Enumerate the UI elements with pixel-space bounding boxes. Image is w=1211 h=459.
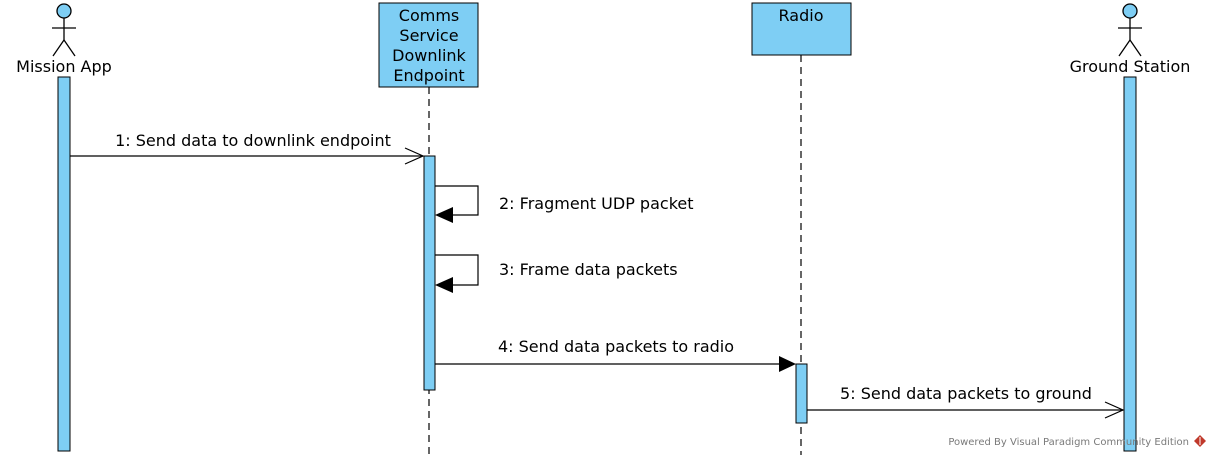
message-5[interactable]: 5: Send data packets to ground: [807, 384, 1125, 419]
message-4[interactable]: 4: Send data packets to radio: [435, 337, 796, 372]
message-2-label: 2: Fragment UDP packet: [499, 194, 694, 213]
message-1-label: 1: Send data to downlink endpoint: [115, 131, 391, 150]
message-5-label: 5: Send data packets to ground: [840, 384, 1092, 403]
filled-arrowhead-icon: [779, 356, 796, 372]
actor-mission-app[interactable]: Mission App: [16, 3, 112, 76]
comms-service-head-box: [378, 2, 479, 88]
ground-station-label: Ground Station: [1070, 57, 1191, 76]
message-2[interactable]: 2: Fragment UDP packet: [435, 185, 694, 223]
comms-label-line-3: Downlink: [392, 46, 466, 65]
actor-ground-station[interactable]: Ground Station: [1070, 3, 1191, 76]
stick-figure-icon: [52, 3, 76, 57]
mission-app-label: Mission App: [16, 57, 112, 76]
stick-figure-icon: [1118, 3, 1142, 57]
visual-paradigm-logo-icon: [1194, 435, 1206, 447]
comms-activation-bar: [423, 155, 436, 391]
open-arrowhead-icon: [1104, 401, 1125, 419]
message-1[interactable]: 1: Send data to downlink endpoint: [70, 131, 425, 165]
mission-app-activation-bar: [57, 76, 71, 452]
message-4-label: 4: Send data packets to radio: [498, 337, 734, 356]
radio-label: Radio: [779, 6, 824, 25]
radio-activation-bar: [795, 363, 808, 424]
watermark: Powered By Visual Paradigm Community Edi…: [948, 435, 1206, 448]
comms-label-line-2: Service: [399, 26, 458, 45]
radio-head-box: [751, 2, 852, 56]
comms-label-line-4: Endpoint: [393, 66, 464, 85]
lifeline-comms-service[interactable]: Comms Service Downlink Endpoint: [378, 2, 479, 88]
message-3-label: 3: Frame data packets: [499, 260, 678, 279]
ground-station-activation-bar: [1123, 76, 1137, 452]
comms-label-line-1: Comms: [399, 6, 459, 25]
watermark-text: Powered By Visual Paradigm Community Edi…: [948, 437, 1189, 448]
message-3[interactable]: 3: Frame data packets: [435, 254, 678, 293]
open-arrowhead-icon: [404, 147, 425, 165]
filled-arrowhead-icon: [435, 207, 453, 223]
filled-arrowhead-icon: [435, 277, 453, 293]
lifeline-radio[interactable]: Radio: [751, 2, 852, 56]
